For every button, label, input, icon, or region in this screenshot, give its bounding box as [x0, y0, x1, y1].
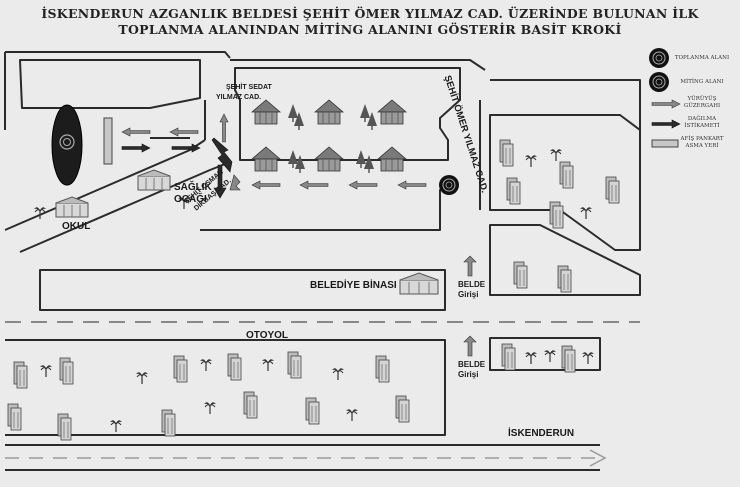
street-label-sehit-sedat-2: YILMAZ CAD. [216, 94, 262, 101]
tree-icon [199, 358, 213, 372]
building-icon [59, 357, 74, 385]
march-route-arrow [299, 180, 329, 190]
tree-icon [581, 351, 595, 365]
block-east-2 [489, 224, 641, 296]
block-east-1 [489, 114, 641, 251]
poster-board-left [103, 117, 113, 165]
house-icon [377, 146, 407, 172]
house-icon [251, 146, 281, 172]
building-icon [305, 397, 320, 425]
health-center-label-2: OCAĞI [174, 194, 207, 205]
road-central-north [230, 59, 486, 71]
road-edge-north [5, 51, 231, 59]
belde-entry-arrow-top [463, 255, 477, 277]
tree-icon [261, 358, 275, 372]
belde-entry-top-label-2: Girişi [458, 290, 479, 299]
street-label-sehit-sedat-1: ŞEHİT SEDAT [226, 84, 272, 91]
building-icon [499, 139, 514, 167]
march-route-arrow [397, 180, 427, 190]
march-route-arrow [251, 180, 281, 190]
block-north-west [19, 59, 201, 109]
building-icon [561, 345, 576, 373]
building-icon [559, 161, 574, 189]
health-center-building-icon [137, 169, 171, 191]
belde-entry-bottom-label-2: Girişi [458, 370, 479, 379]
tree-icon [203, 401, 217, 415]
march-route-arrow [169, 127, 199, 137]
legend-yuruyus-label-1: YÜRÜYÜŞ [687, 96, 717, 102]
house-icon [377, 99, 407, 125]
tree-icon [524, 351, 538, 365]
map-title-line-2: TOPLANMA ALANINDAN MİTİNG ALANINI GÖSTER… [118, 22, 622, 37]
tree-icon [39, 364, 53, 378]
house-icon [251, 99, 281, 125]
legend-dagilma-label-1: DAĞILMA [687, 116, 717, 122]
school-label: OKUL [62, 221, 91, 232]
building-icon [375, 355, 390, 383]
legend-miting-icon [648, 71, 670, 93]
disperse-route-arrow [211, 137, 233, 173]
building-icon [395, 395, 410, 423]
building-icon [513, 261, 528, 289]
tree-icon [109, 419, 123, 433]
iskenderun-direction-arrow [589, 449, 607, 467]
building-icon [287, 351, 302, 379]
health-center-label-1: SAĞLIK [174, 182, 212, 193]
tree-icon [345, 408, 359, 422]
block-south-west [5, 339, 446, 436]
building-icon [557, 265, 572, 293]
legend-miting-label: MİTİNG ALANI [680, 79, 724, 85]
legend-dagilma-label-2: İSTİKAMETİ [684, 123, 720, 129]
school-building-icon [55, 196, 89, 218]
tree-icon [579, 206, 593, 220]
building-icon [506, 177, 521, 205]
building-icon [173, 355, 188, 383]
block-south-east [489, 337, 601, 371]
building-icon [7, 403, 22, 431]
tree-icon [549, 148, 563, 162]
map-title-line-1: İSKENDERUN AZGANLIK BELDESİ ŞEHİT ÖMER Y… [41, 6, 699, 21]
building-icon [227, 353, 242, 381]
pine-tree-icon [359, 103, 371, 123]
legend-toplanma-label: TOPLANMA ALANI [674, 55, 730, 61]
municipality-label: BELEDİYE BİNASI [310, 280, 397, 291]
march-route-arrow [121, 127, 151, 137]
tree-icon [331, 367, 345, 381]
legend-toplanma-icon [648, 47, 670, 69]
building-icon [161, 409, 176, 437]
building-icon [501, 343, 516, 371]
disperse-route-arrow [121, 143, 151, 153]
belde-entry-bottom-label-1: BELDE [458, 360, 486, 369]
belde-entry-top-label-1: BELDE [458, 280, 486, 289]
building-icon [549, 201, 564, 229]
belde-entry-arrow-bottom [463, 335, 477, 357]
toplanma-area-marker [438, 174, 460, 196]
house-icon [314, 146, 344, 172]
block-belediye [39, 269, 446, 311]
legend-afis-icon [651, 139, 679, 148]
building-icon [243, 391, 258, 419]
disperse-route-arrow [213, 164, 227, 199]
tree-icon [524, 154, 538, 168]
building-icon [13, 361, 28, 389]
building-icon [57, 413, 72, 441]
legend-afis-label-1: AFİŞ PANKART [680, 136, 724, 142]
tree-icon [135, 371, 149, 385]
legend-afis-label-2: ASMA YERİ [685, 143, 719, 149]
iskenderun-label: İSKENDERUN [508, 428, 575, 439]
tree-icon [543, 349, 557, 363]
legend-yuruyus-label-2: GÜZERGAHI [683, 103, 721, 109]
block-central [234, 67, 461, 161]
march-route-arrow [229, 174, 241, 191]
house-icon [314, 99, 344, 125]
municipality-building-icon [399, 272, 439, 295]
highway-label: OTOYOL [246, 330, 289, 341]
building-icon [605, 176, 620, 204]
march-route-arrow [219, 113, 229, 143]
march-route-arrow [348, 180, 378, 190]
